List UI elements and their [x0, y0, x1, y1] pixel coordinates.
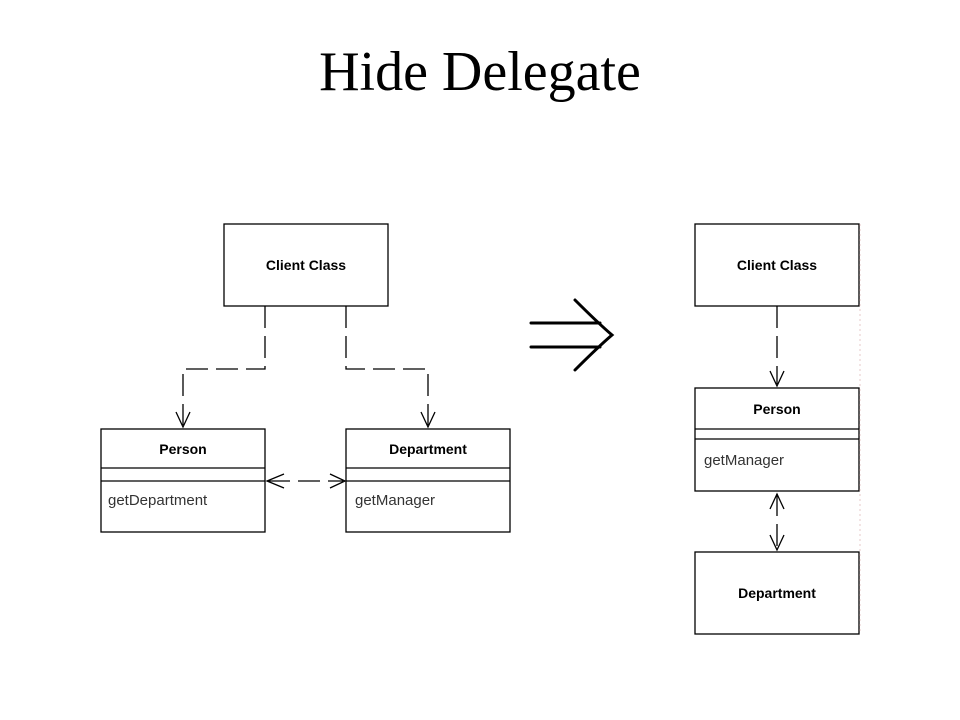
- after-person-name: Person: [753, 401, 800, 417]
- before-diagram: Client Class Person getDepartment Depart…: [100, 223, 511, 533]
- before-person-box: Person getDepartment: [100, 428, 266, 533]
- before-person-name: Person: [159, 441, 206, 457]
- after-person-department-dependency: [769, 492, 785, 552]
- before-department-operation: getManager: [355, 492, 435, 509]
- before-client-to-department-dependency: [345, 306, 436, 429]
- slide-title: Hide Delegate: [319, 41, 641, 103]
- after-client-class-name: Client Class: [737, 257, 817, 273]
- after-diagram: Client Class Person getManager Departmen…: [694, 223, 861, 635]
- before-department-name: Department: [389, 441, 467, 457]
- implies-arrow-icon: [529, 298, 615, 372]
- after-person-box: Person getManager: [694, 387, 860, 492]
- before-client-to-person-dependency: [175, 306, 266, 429]
- before-department-box: Department getManager: [345, 428, 511, 533]
- before-client-class-name: Client Class: [266, 257, 346, 273]
- before-person-operation: getDepartment: [108, 492, 208, 509]
- after-department-box: Department: [694, 551, 860, 635]
- before-person-department-dependency: [265, 473, 347, 489]
- before-client-class-box: Client Class: [223, 223, 389, 307]
- after-person-operation: getManager: [704, 452, 784, 469]
- after-client-to-person-dependency: [769, 306, 785, 388]
- after-client-class-box: Client Class: [694, 223, 860, 307]
- after-department-name: Department: [738, 585, 816, 601]
